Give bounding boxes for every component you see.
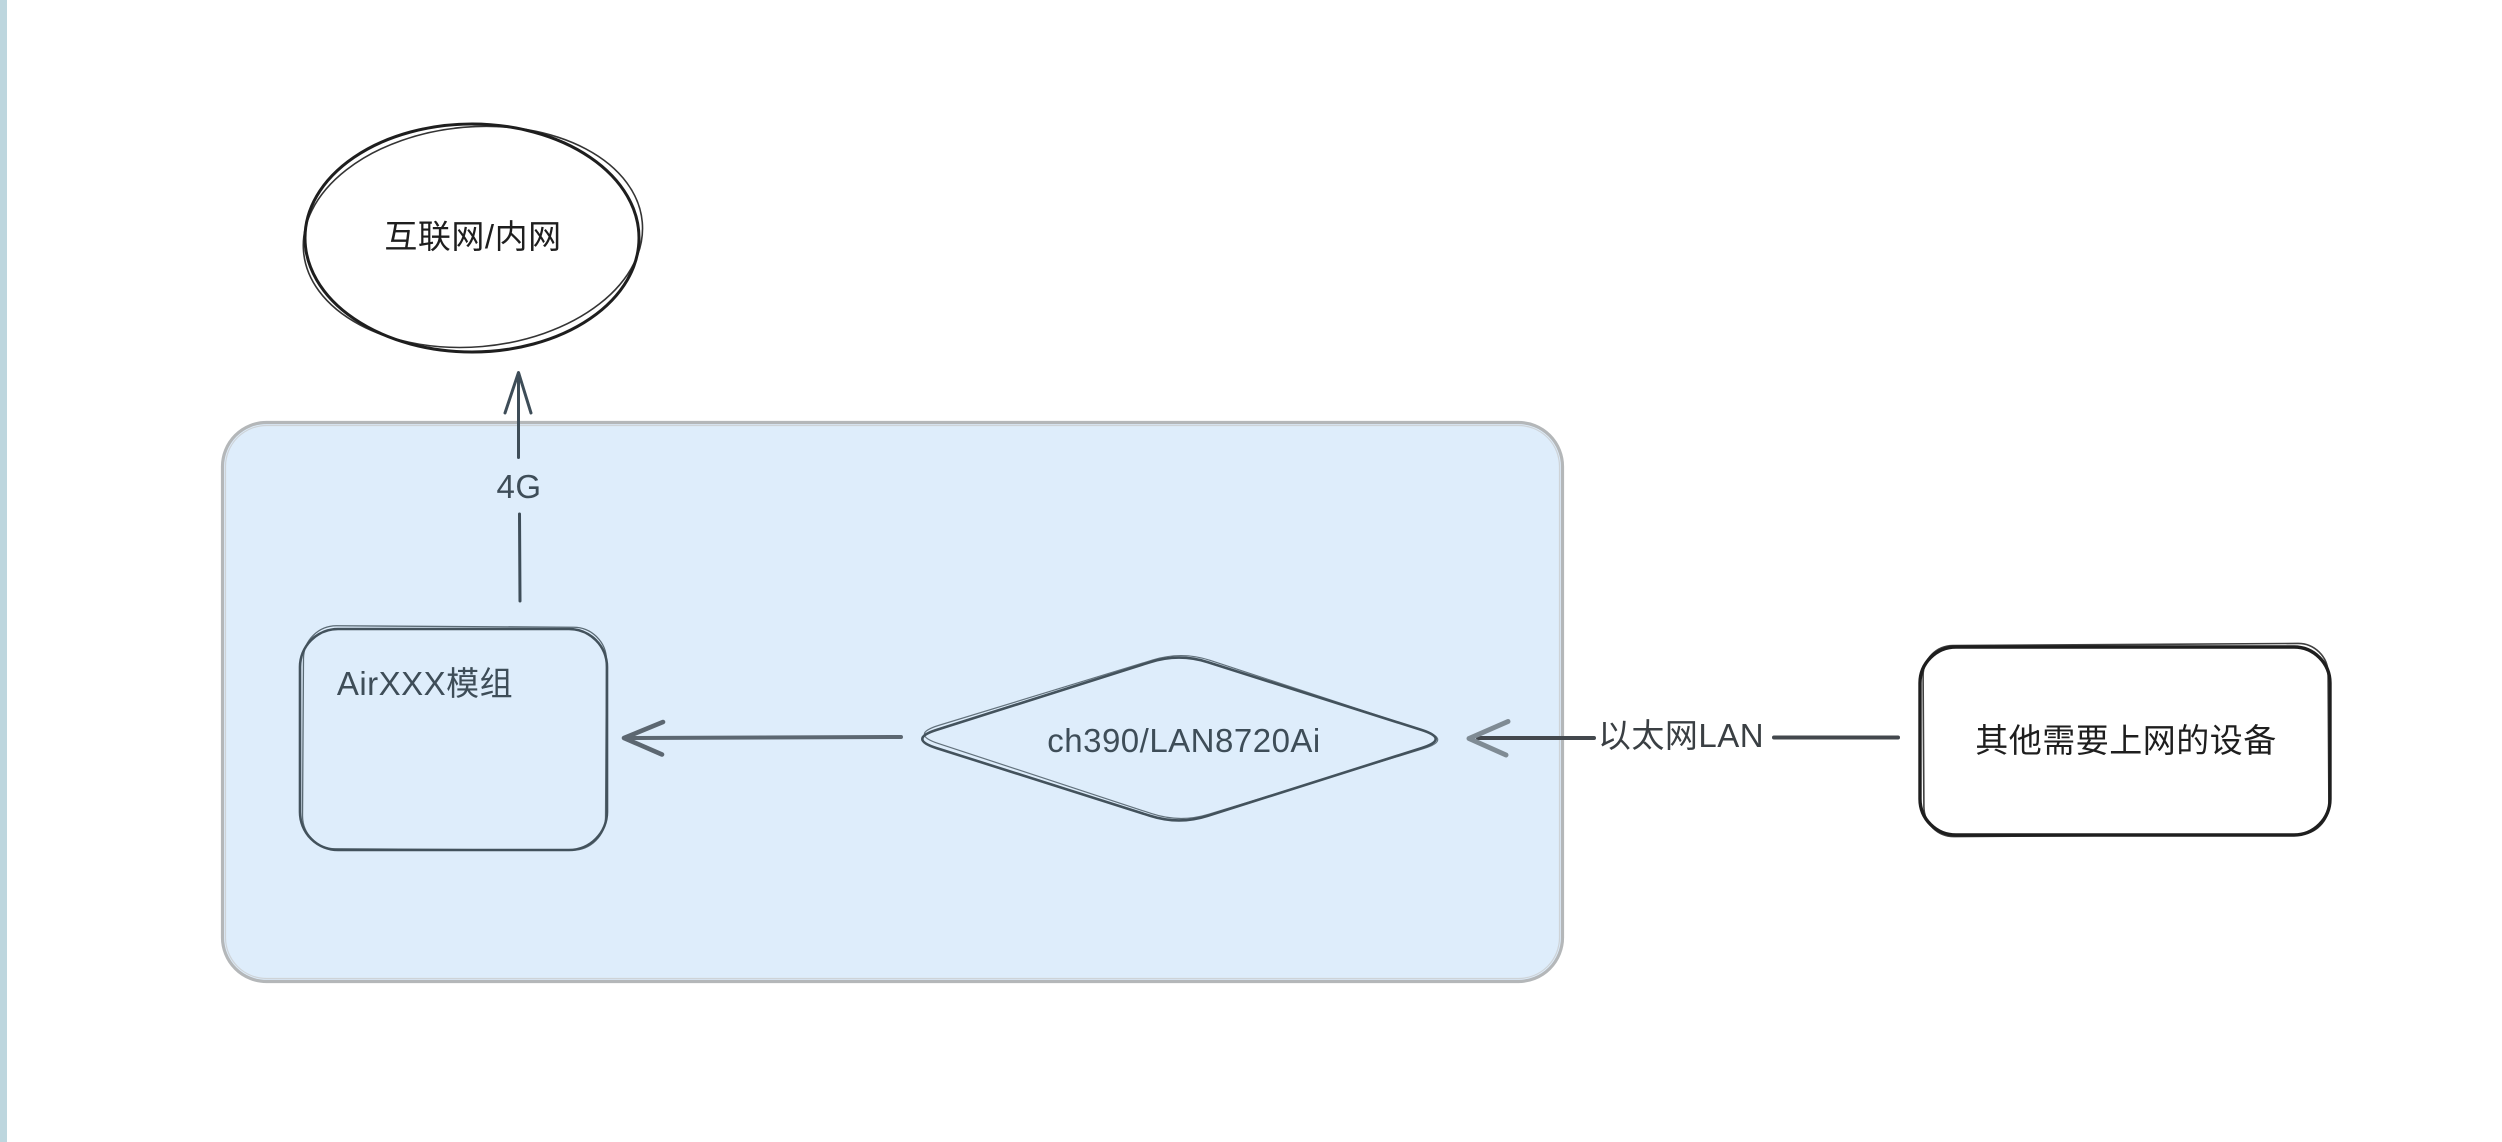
canvas-edge-line (0, 0, 7, 1142)
gateway-board-shape-echo (224, 424, 1561, 980)
eth-chip-label: ch390/LAN8720Ai (1047, 722, 1321, 760)
internet-ellipse-shape (303, 122, 641, 354)
node-air-module[interactable] (298, 625, 609, 852)
edge-4g-label: 4G (496, 468, 542, 506)
eth-chip-shape (921, 656, 1437, 822)
other-devices-label: 其他需要上网的设备 (1975, 722, 2277, 760)
edge-4g-shaft-lower (518, 512, 522, 603)
eth-chip-shape-echo (923, 654, 1439, 820)
air-module-shape-echo (301, 625, 608, 851)
internet-label: 互联网/内网 (384, 218, 562, 256)
node-internet[interactable] (294, 113, 652, 362)
node-gateway-board[interactable] (220, 420, 1565, 984)
edge-chip-module-shaft (630, 735, 903, 740)
edge-4g-uplink[interactable] (503, 371, 533, 603)
edge-chip-to-module[interactable] (621, 719, 903, 757)
edge-lan-label: 以太网LAN (1597, 717, 1765, 755)
internet-ellipse-echo (302, 125, 644, 349)
air-module-label: AirXXX模组 (336, 665, 514, 703)
edge-lan-arrowhead (1466, 719, 1511, 758)
edge-4g-arrowhead (503, 371, 533, 415)
edge-chip-module-arrowhead (621, 719, 666, 757)
node-other-devices[interactable] (1918, 642, 2332, 838)
gateway-board-shape (220, 420, 1565, 984)
node-eth-chip[interactable] (921, 653, 1439, 822)
other-devices-shape-echo (1922, 642, 2330, 838)
edge-ethernet-lan[interactable] (1466, 719, 1900, 758)
